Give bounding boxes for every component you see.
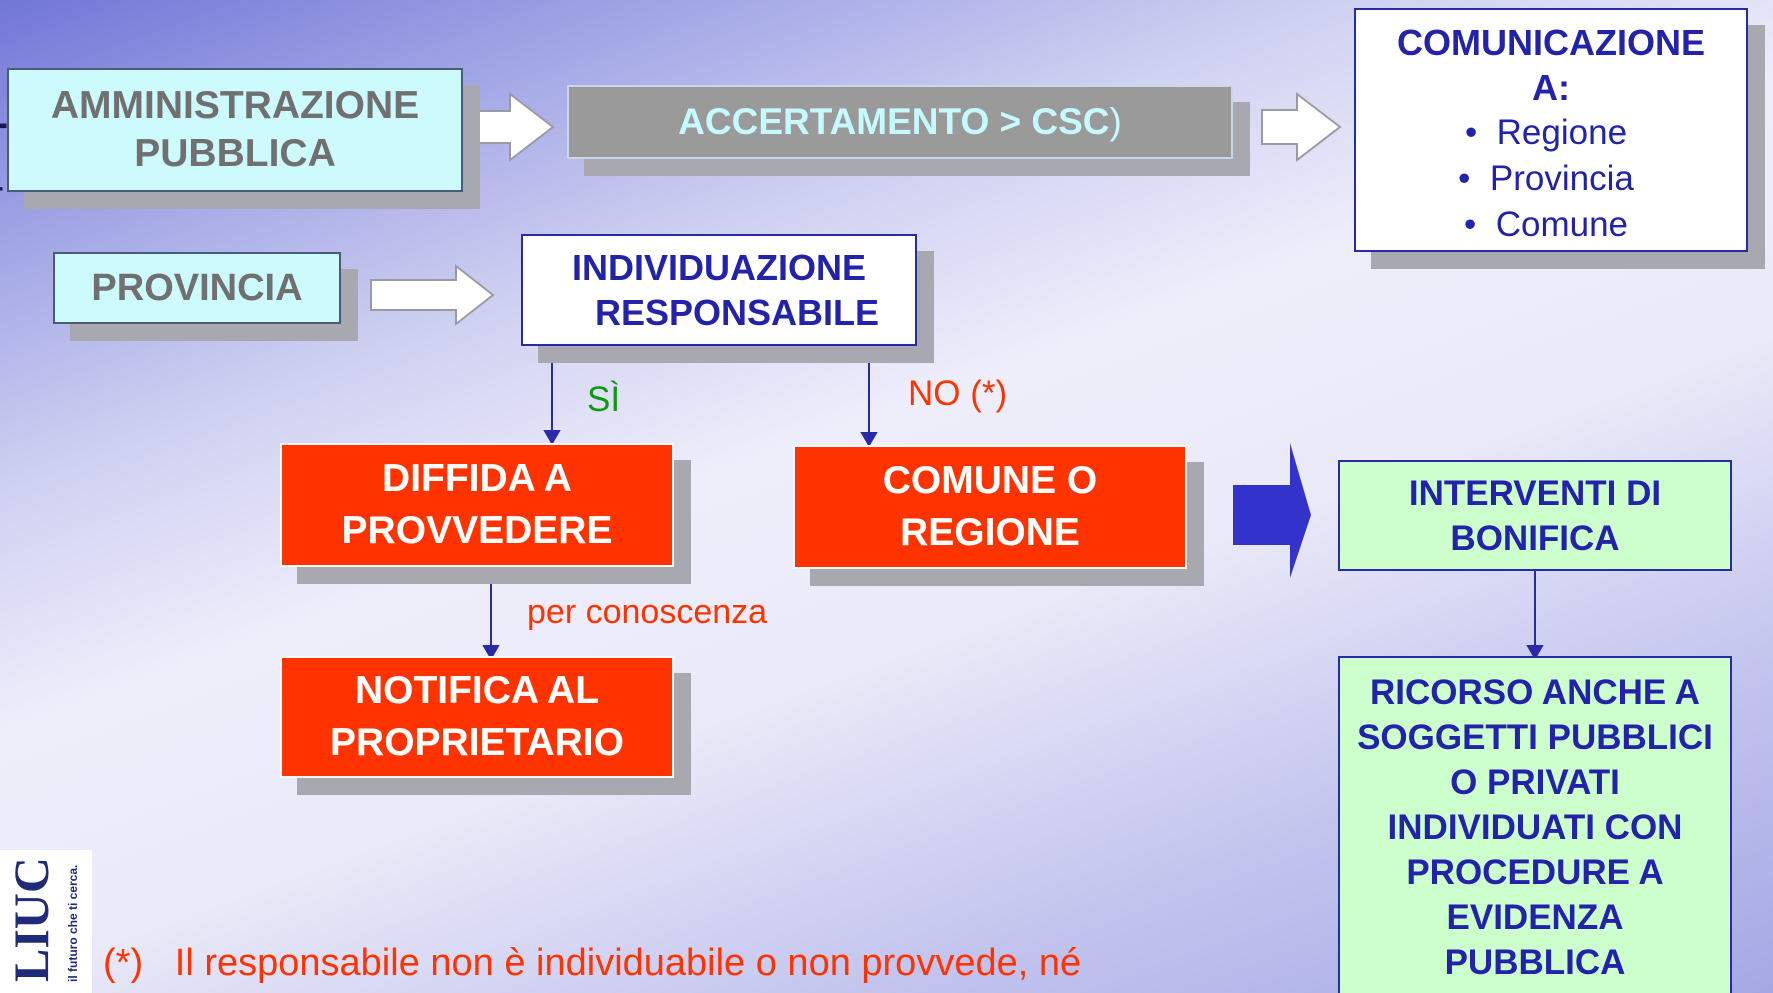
ricorso-line-4: INDIVIDUATI CON: [1387, 808, 1683, 847]
comunicazione-item-regione: Regione: [1496, 113, 1628, 152]
ricorso-line-6: EVIDENZA: [1446, 898, 1624, 937]
accertamento-paren: ): [1109, 101, 1122, 142]
notifica-line-2: PROPRIETARIO: [330, 721, 624, 764]
arrow-amministrazione-to-accertamento: [474, 91, 555, 163]
arrow-provincia-to-individuazione: [370, 263, 495, 327]
footnote-marker: (*): [103, 942, 144, 984]
notifica-line-1: NOTIFICA AL: [354, 669, 600, 712]
box-comune-regione: COMUNE O REGIONE: [793, 445, 1187, 569]
label-no: NO (*): [908, 374, 1008, 413]
box-notifica: NOTIFICA AL PROPRIETARIO: [280, 656, 674, 778]
comunicazione-line-2: A:: [1532, 67, 1570, 108]
logo-tagline: il futuro che ti cerca.: [66, 864, 80, 982]
logo-text: LIUC: [3, 856, 59, 982]
arrow-to-interventi: [1233, 443, 1311, 578]
amministrazione-line-1: AMMINISTRAZIONE: [50, 84, 420, 127]
box-accertamento: ACCERTAMENTO > CSC): [567, 85, 1233, 159]
ricorso-line-1: RICORSO ANCHE A: [1370, 673, 1700, 712]
diffida-line-1: DIFFIDA A: [382, 457, 572, 500]
comunicazione-item: • Comune: [1464, 205, 1628, 244]
ricorso-line-2: SOGGETTI PUBBLICI: [1357, 718, 1713, 757]
ricorso-line-7: PUBBLICA: [1444, 943, 1626, 982]
interventi-line-1: INTERVENTI DI: [1408, 473, 1662, 513]
comune-regione-line-2: REGIONE: [900, 511, 1080, 554]
comunicazione-item-comune: Comune: [1495, 205, 1628, 244]
box-comunicazione: COMUNICAZIONE A: • Regione • Provincia •…: [1354, 8, 1748, 252]
box-ricorso: RICORSO ANCHE A SOGGETTI PUBBLICI O PRIV…: [1338, 656, 1732, 993]
ricorso-line-5: PROCEDURE A: [1406, 853, 1664, 892]
comunicazione-list: • Regione • Provincia • Comune: [1458, 110, 1634, 248]
footnote: (*) Il responsabile non è individuabile …: [103, 942, 1081, 985]
footnote-text: Il responsabile non è individuabile o no…: [174, 942, 1082, 984]
comunicazione-item: • Provincia: [1458, 159, 1634, 198]
comunicazione-item: • Regione: [1464, 113, 1628, 152]
box-provincia: PROVINCIA: [53, 252, 341, 324]
liuc-logo: LIUC il futuro che ti cerca.: [0, 850, 92, 993]
diffida-line-2: PROVVEDERE: [341, 509, 613, 552]
individuazione-line-1: INDIVIDUAZIONE: [571, 247, 866, 288]
arrow-accertamento-to-comunicazione: [1261, 91, 1342, 163]
box-diffida: DIFFIDA A PROVVEDERE: [280, 443, 674, 567]
comunicazione-line-1: COMUNICAZIONE: [1397, 22, 1705, 63]
provincia-text: PROVINCIA: [91, 266, 303, 309]
amministrazione-line-2: PUBBLICA: [134, 132, 336, 175]
interventi-line-2: BONIFICA: [1450, 518, 1620, 558]
comunicazione-item-provincia: Provincia: [1489, 159, 1634, 198]
accertamento-text: ACCERTAMENTO > CSC: [678, 101, 1110, 142]
individuazione-line-2: RESPONSABILE: [594, 292, 880, 333]
ricorso-line-3: O PRIVATI: [1450, 763, 1620, 802]
box-interventi-bonifica: INTERVENTI DI BONIFICA: [1338, 460, 1732, 571]
label-per-conoscenza: per conoscenza: [527, 593, 768, 631]
box-individuazione-responsabile: INDIVIDUAZIONE RESPONSABILE: [521, 234, 917, 346]
comune-regione-line-1: COMUNE O: [882, 459, 1098, 502]
label-si: SÌ: [587, 380, 621, 419]
box-amministrazione-pubblica: AMMINISTRAZIONE PUBBLICA: [7, 68, 463, 192]
